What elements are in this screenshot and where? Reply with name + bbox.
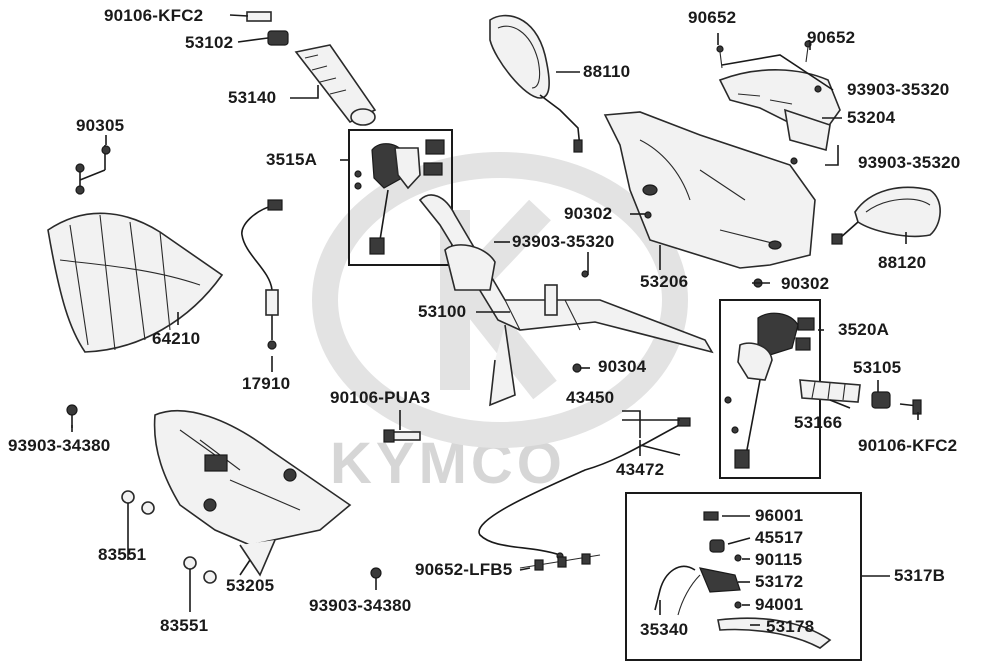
label-90652-a: 90652 (688, 8, 737, 27)
label-93903-35320-a: 93903-35320 (847, 80, 950, 99)
throttle-cable (241, 199, 283, 350)
right-switch-assembly (724, 312, 815, 469)
screw-93903-34380-bottom (370, 567, 382, 590)
label-53172: 53172 (755, 572, 804, 591)
label-90106-kfc2-top: 90106-KFC2 (104, 6, 204, 25)
label-53102: 53102 (185, 33, 234, 52)
label-43450: 43450 (566, 388, 615, 407)
label-53206: 53206 (640, 272, 689, 291)
label-93903-34380-b: 93903-34380 (309, 596, 412, 615)
label-90106-pua3: 90106-PUA3 (330, 388, 431, 407)
label-88120: 88120 (878, 253, 927, 272)
bolt-90106-pua3 (383, 429, 421, 443)
bar-end-weight-top (267, 30, 289, 46)
brake-lever-assembly (654, 511, 832, 649)
upper-handle-cover (716, 40, 841, 165)
label-35340: 35340 (640, 620, 689, 639)
label-94001: 94001 (755, 595, 804, 614)
screw-93903-34380-left (66, 404, 78, 428)
switch-3515a-group-box (348, 129, 453, 266)
front-handle-cover (153, 409, 352, 577)
rear-handle-cover (603, 111, 816, 288)
label-53178: 53178 (766, 617, 815, 636)
leader-lines (71, 14, 919, 626)
washer-set-83551-lower (183, 556, 217, 600)
label-93903-34380-a: 93903-34380 (8, 436, 111, 455)
label-53204: 53204 (847, 108, 896, 127)
label-3520a: 3520A (838, 320, 890, 339)
label-64210: 64210 (152, 329, 201, 348)
handlebar (418, 194, 714, 407)
label-90302-a: 90302 (564, 204, 613, 223)
label-90106-kfc2-bottom: 90106-KFC2 (858, 436, 958, 455)
label-93903-35320-c: 93903-35320 (512, 232, 615, 251)
label-3515a: 3515A (266, 150, 318, 169)
label-43472: 43472 (616, 460, 665, 479)
label-96001: 96001 (755, 506, 804, 525)
label-90302-b: 90302 (781, 274, 830, 293)
label-17910: 17910 (242, 374, 291, 393)
label-45517: 45517 (755, 528, 804, 547)
label-88110: 88110 (583, 62, 631, 81)
left-switch-assembly (354, 139, 445, 255)
label-53205: 53205 (226, 576, 275, 595)
left-mirror (489, 14, 583, 153)
label-90305: 90305 (76, 116, 125, 135)
label-90652-lfb5: 90652-LFB5 (415, 560, 513, 579)
right-mirror (831, 186, 941, 245)
label-53105: 53105 (853, 358, 902, 377)
label-5317b: 5317B (894, 566, 946, 585)
label-90304: 90304 (598, 357, 647, 376)
label-90652-b: 90652 (807, 28, 856, 47)
bar-end-bolt-top (246, 11, 272, 22)
label-53100: 53100 (418, 302, 467, 321)
label-83551-b: 83551 (160, 616, 209, 635)
washer-set-83551-upper (121, 490, 155, 540)
label-90115: 90115 (755, 550, 803, 569)
label-83551-a: 83551 (98, 545, 147, 564)
right-grip (799, 379, 922, 415)
label-53166: 53166 (794, 413, 843, 432)
label-93903-35320-b: 93903-35320 (858, 153, 961, 172)
left-grip (294, 44, 377, 126)
screw-set-90305 (75, 145, 111, 195)
cable-clips (519, 553, 601, 571)
label-53140: 53140 (228, 88, 277, 107)
